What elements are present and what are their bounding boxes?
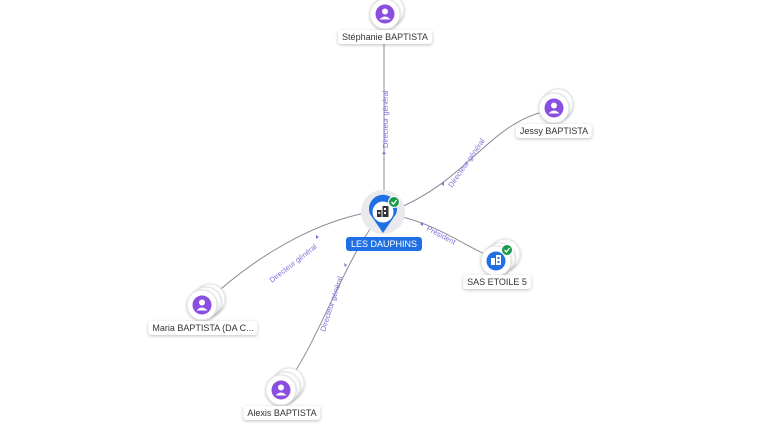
edge-maria: [202, 211, 371, 306]
arrow-stephanie: [382, 151, 386, 154]
person-icon: [192, 295, 212, 315]
arrow-maria: [316, 235, 319, 239]
company-building-icon: [377, 206, 389, 217]
edge-label-maria: Directeur général: [268, 242, 319, 285]
edge-label-alexis: Directeur général: [318, 275, 344, 333]
company-building-icon: [486, 251, 506, 271]
person-icon: [544, 98, 564, 118]
edge-label-stephanie: Directeur général: [381, 90, 390, 148]
node-label-etoile[interactable]: SAS ETOILE 5: [463, 275, 531, 289]
node-les-dauphins[interactable]: [361, 190, 405, 234]
node-label-les-dauphins[interactable]: LES DAUPHINS: [345, 237, 423, 251]
arrow-jessy: [441, 182, 444, 186]
node-etoile[interactable]: [480, 238, 521, 277]
node-stephanie[interactable]: [369, 0, 405, 30]
arrow-alexis: [344, 263, 347, 267]
edge-jessy: [393, 109, 553, 211]
node-label-stephanie[interactable]: Stéphanie BAPTISTA: [338, 30, 432, 44]
node-label-maria[interactable]: Maria BAPTISTA (DA C...: [148, 321, 258, 335]
person-icon: [271, 380, 291, 400]
node-label-alexis[interactable]: Alexis BAPTISTA: [243, 406, 321, 420]
arrow-etoile: [420, 222, 423, 226]
edge-label-jessy: Directeur général: [446, 137, 487, 190]
verified-check-icon: [388, 196, 400, 208]
node-maria[interactable]: [186, 283, 226, 321]
verified-check-icon: [501, 244, 513, 256]
edge-label-etoile: Président: [425, 224, 458, 247]
node-jessy[interactable]: [538, 88, 574, 124]
node-label-jessy[interactable]: Jessy BAPTISTA: [515, 124, 593, 138]
node-alexis[interactable]: [265, 367, 305, 406]
person-icon: [375, 4, 395, 24]
